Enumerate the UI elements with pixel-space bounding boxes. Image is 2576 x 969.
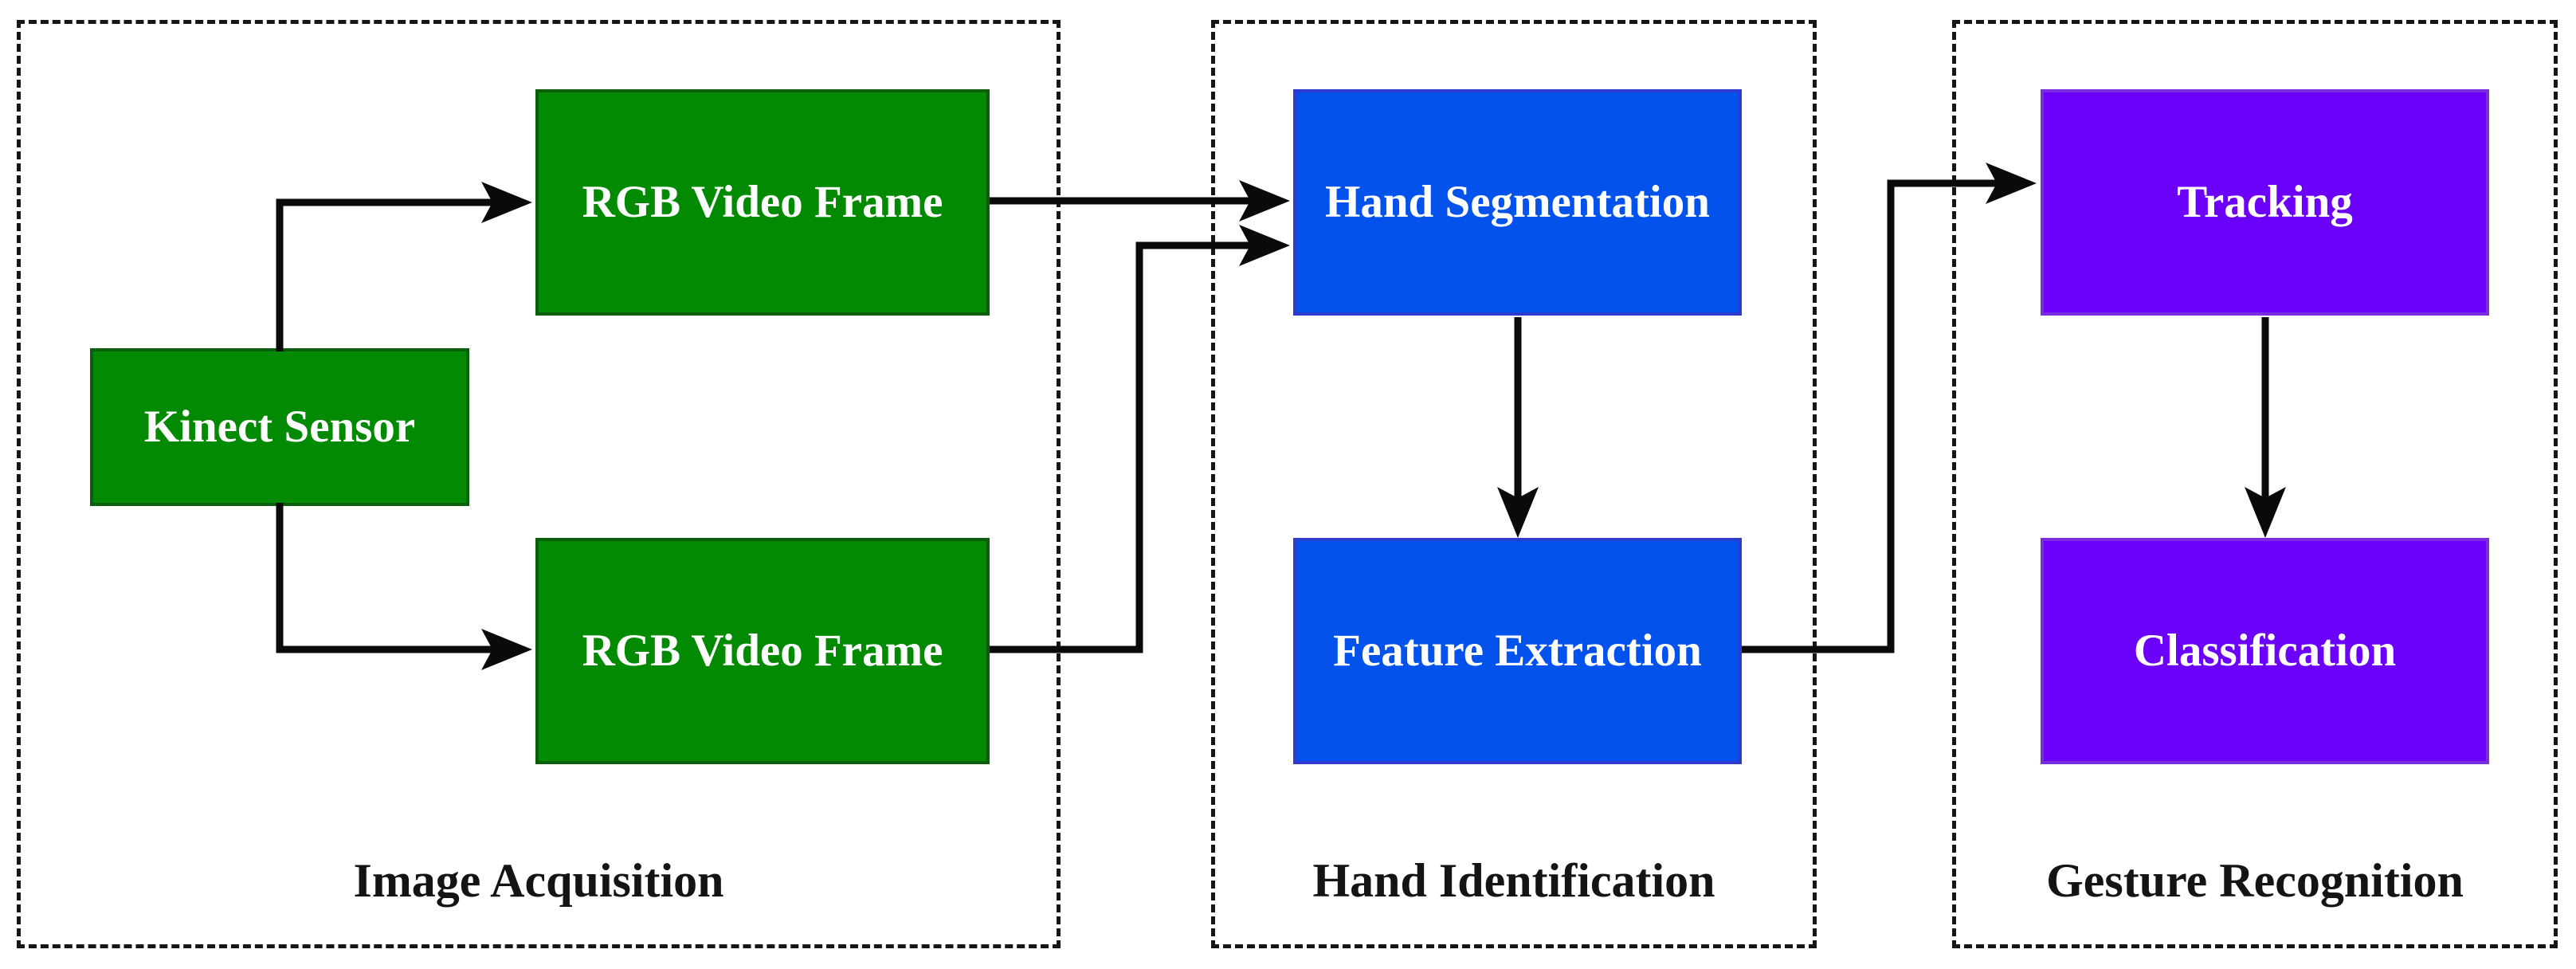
section-label-hand-identification: Hand Identification — [1312, 854, 1715, 907]
section-label-gesture-recognition: Gesture Recognition — [2046, 854, 2464, 907]
node-feature-extraction: Feature Extraction — [1293, 538, 1742, 764]
section-label-image-acquisition: Image Acquisition — [353, 854, 724, 907]
node-rgb-video-frame-top: RGB Video Frame — [535, 89, 990, 316]
node-tracking: Tracking — [2041, 89, 2489, 316]
node-kinect-sensor: Kinect Sensor — [90, 348, 469, 506]
node-rgb-video-frame-bottom: RGB Video Frame — [535, 538, 990, 764]
node-hand-segmentation: Hand Segmentation — [1293, 89, 1742, 316]
node-classification: Classification — [2041, 538, 2489, 764]
